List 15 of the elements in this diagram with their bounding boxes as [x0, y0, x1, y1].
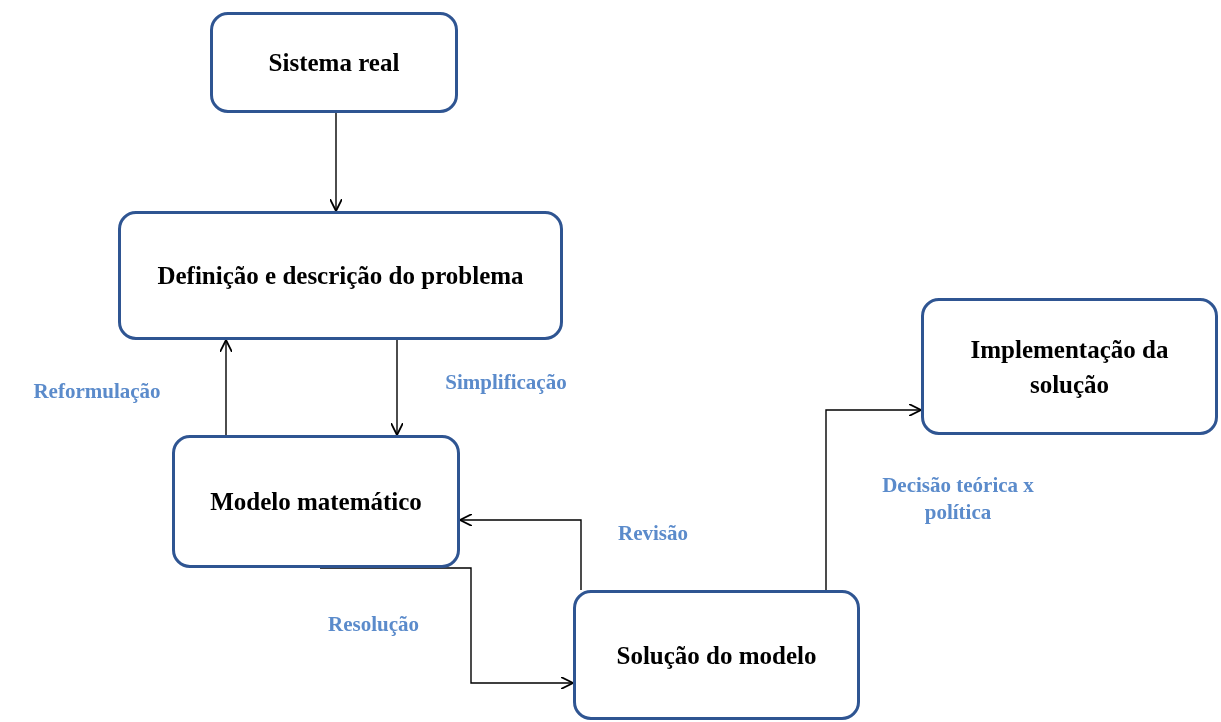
node-text: Definição e descrição do problema [157, 261, 524, 291]
arrow [825, 403, 922, 591]
process-box [210, 12, 458, 113]
process-box [573, 590, 860, 720]
node-text: Solução do modelo [616, 640, 817, 671]
node-text: Sistema real [268, 48, 400, 78]
process-box [118, 211, 563, 340]
arrow [329, 112, 343, 212]
node-text: Implementação da solução [969, 334, 1170, 400]
node-text: Modelo matemático [210, 487, 422, 517]
process-box [172, 435, 460, 568]
arrow [459, 513, 582, 591]
process-box [921, 298, 1218, 435]
arrow [219, 339, 233, 436]
arrow [390, 339, 404, 436]
